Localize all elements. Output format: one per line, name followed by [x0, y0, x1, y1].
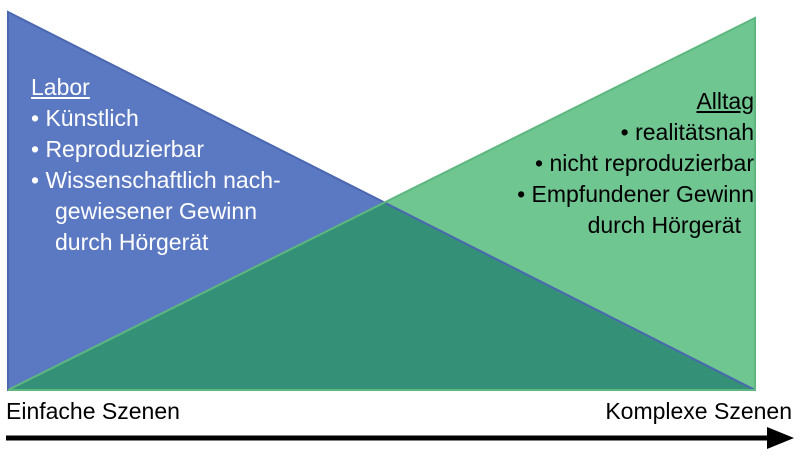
alltag-triangle [384, 18, 755, 390]
alltag-bullet-realitaetsnah: • realitätsnah [620, 119, 754, 145]
labor-title: Labor [31, 74, 90, 100]
alltag-bullet-empfundener-gewinn: • Empfundener Gewinn [517, 181, 754, 207]
labor-bullet-wissenschaftlich-cont-1: gewiesener Gewinn [55, 198, 258, 224]
alltag-triangle-outline [7, 16, 756, 391]
arrow-head-icon [767, 427, 794, 449]
labor-label-block: Labor • Künstlich • Reproduzierbar • Wis… [31, 72, 281, 258]
labor-bullet-kuenstlich: • Künstlich [31, 105, 139, 131]
triangles-figure [7, 10, 756, 391]
axis-label-komplexe-szenen: Komplexe Szenen [605, 398, 792, 424]
axis-label-einfache-szenen: Einfache Szenen [6, 398, 180, 424]
alltag-title: Alltag [696, 88, 754, 114]
alltag-label-block: Alltag • realitätsnah • nicht reproduzie… [517, 86, 754, 241]
labor-bullet-reproduzierbar: • Reproduzierbar [31, 136, 204, 162]
complexity-axis-arrow [6, 427, 794, 449]
alltag-bullet-empfundener-gewinn-cont: durch Hörgerät [587, 212, 741, 238]
labor-bullet-wissenschaftlich-cont-2: durch Hörgerät [55, 229, 209, 255]
labor-triangle [8, 12, 385, 390]
overlap-region [8, 202, 755, 390]
alltag-bullet-nicht-reproduzierbar: • nicht reproduzierbar [535, 150, 754, 176]
labor-bullet-wissenschaftlich: • Wissenschaftlich nach- [31, 167, 281, 193]
